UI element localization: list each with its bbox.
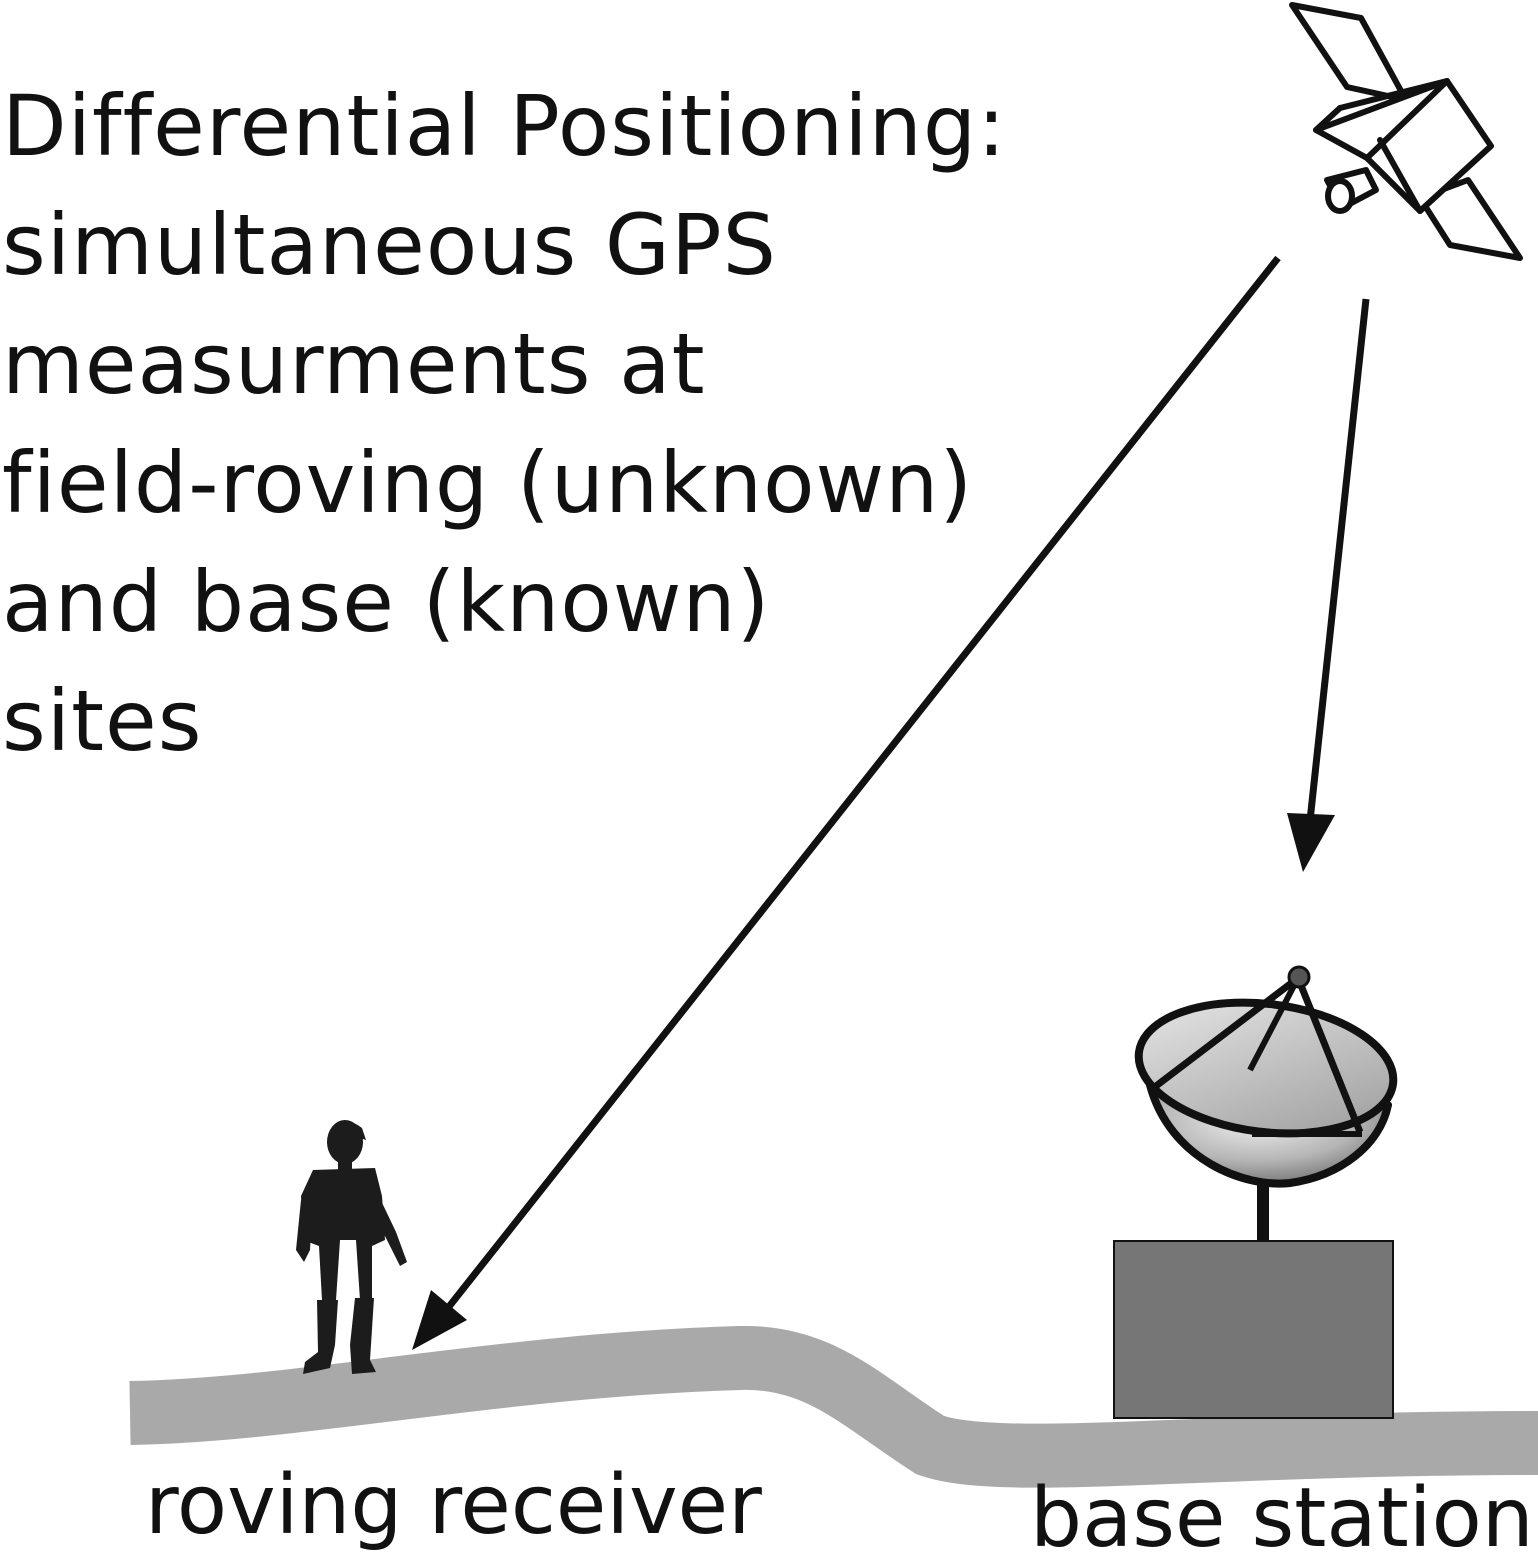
person-silhouette-icon xyxy=(296,1120,407,1374)
caption-line-2: simultaneous GPS xyxy=(2,196,777,294)
caption-line-1: Differential Positioning: xyxy=(2,77,1007,175)
caption-line-5: and base (known) xyxy=(2,553,771,651)
base-station-label: base station xyxy=(1030,1471,1534,1565)
caption-line-4: field-roving (unknown) xyxy=(2,434,974,532)
caption-line-3: measurments at xyxy=(2,315,706,413)
ground-terrain xyxy=(129,1325,1538,1488)
satellite-dish-icon xyxy=(1134,965,1398,1188)
signal-arrow-to-base xyxy=(1287,298,1370,872)
caption-line-6: sites xyxy=(2,672,203,770)
roving-receiver-label: roving receiver xyxy=(145,1458,762,1553)
base-station-building xyxy=(1113,1240,1394,1419)
satellite-icon xyxy=(1289,2,1523,261)
signal-arrow-to-rover xyxy=(412,255,1281,1350)
